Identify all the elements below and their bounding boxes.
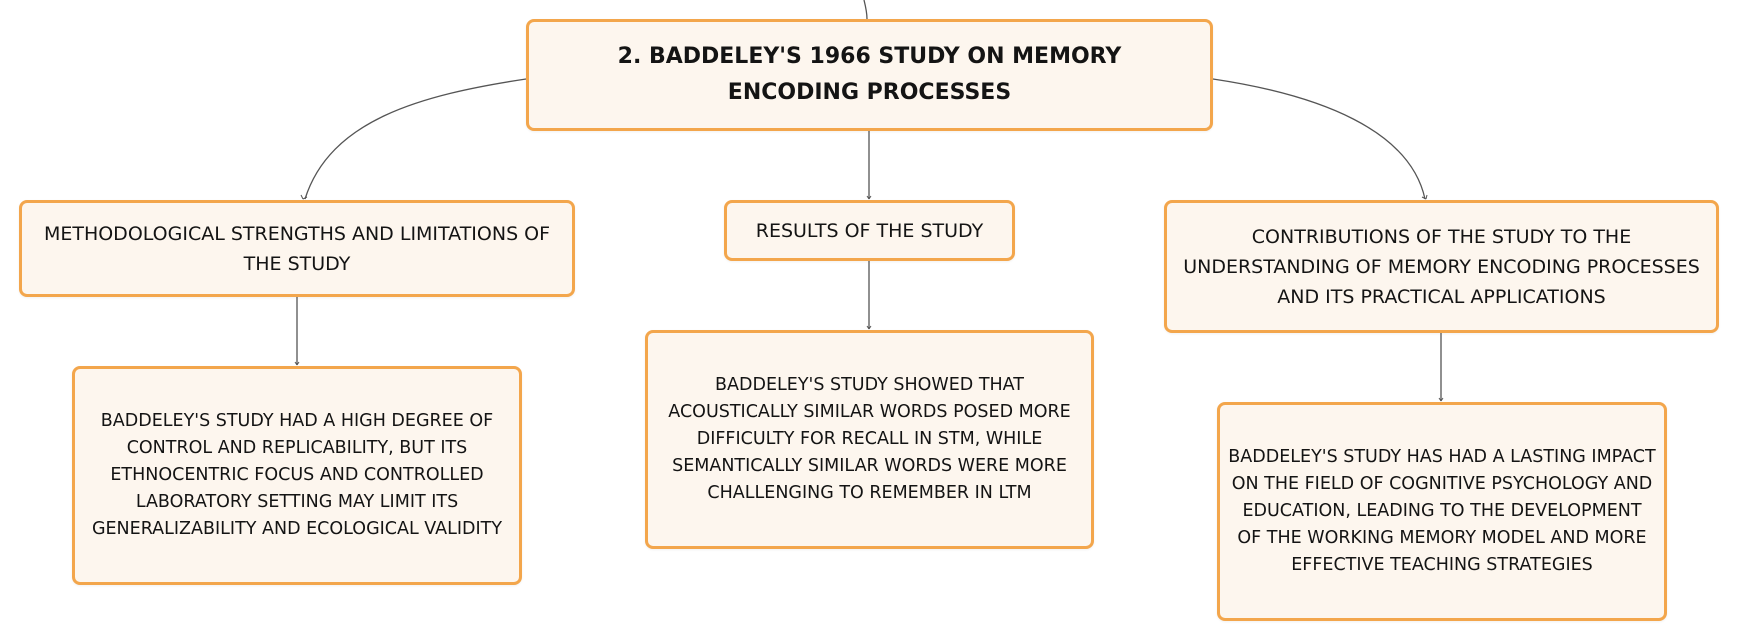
root-topic-node[interactable]: 2. BADDELEY'S 1966 STUDY ON MEMORY ENCOD… xyxy=(526,19,1213,131)
arrowhead-contributions xyxy=(1421,194,1428,200)
arrowhead-methodological xyxy=(300,194,308,200)
detail-node-methodological[interactable]: BADDELEY'S STUDY HAD A HIGH DEGREE OF CO… xyxy=(72,366,522,585)
branch-text-contributions: CONTRIBUTIONS OF THE STUDY TO THE UNDERS… xyxy=(1183,225,1700,308)
detail-node-results[interactable]: BADDELEY'S STUDY SHOWED THAT ACOUSTICALL… xyxy=(645,330,1094,549)
arrowhead-results xyxy=(866,195,872,200)
connector-incoming-root xyxy=(863,0,868,20)
connector-root-to-contributions xyxy=(1212,78,1426,200)
branch-node-contributions[interactable]: CONTRIBUTIONS OF THE STUDY TO THE UNDERS… xyxy=(1164,200,1719,333)
branch-text-results: RESULTS OF THE STUDY xyxy=(755,219,984,242)
branch-node-results[interactable]: RESULTS OF THE STUDY xyxy=(724,200,1015,261)
detail-text-results: BADDELEY'S STUDY SHOWED THAT ACOUSTICALL… xyxy=(668,375,1071,503)
connector-root-to-methodological xyxy=(304,78,527,200)
arrowhead-contributions-detail xyxy=(1438,397,1444,402)
branch-node-methodological[interactable]: METHODOLOGICAL STRENGTHS AND LIMITATIONS… xyxy=(19,200,575,297)
arrowhead-methodological-detail xyxy=(294,361,300,366)
branch-text-methodological: METHODOLOGICAL STRENGTHS AND LIMITATIONS… xyxy=(43,222,551,275)
detail-text-methodological: BADDELEY'S STUDY HAD A HIGH DEGREE OF CO… xyxy=(91,411,503,539)
root-topic-text: 2. BADDELEY'S 1966 STUDY ON MEMORY ENCOD… xyxy=(617,44,1122,105)
detail-node-contributions[interactable]: BADDELEY'S STUDY HAS HAD A LASTING IMPAC… xyxy=(1217,402,1667,621)
detail-text-contributions: BADDELEY'S STUDY HAS HAD A LASTING IMPAC… xyxy=(1228,447,1656,575)
arrowhead-results-detail xyxy=(866,325,872,330)
